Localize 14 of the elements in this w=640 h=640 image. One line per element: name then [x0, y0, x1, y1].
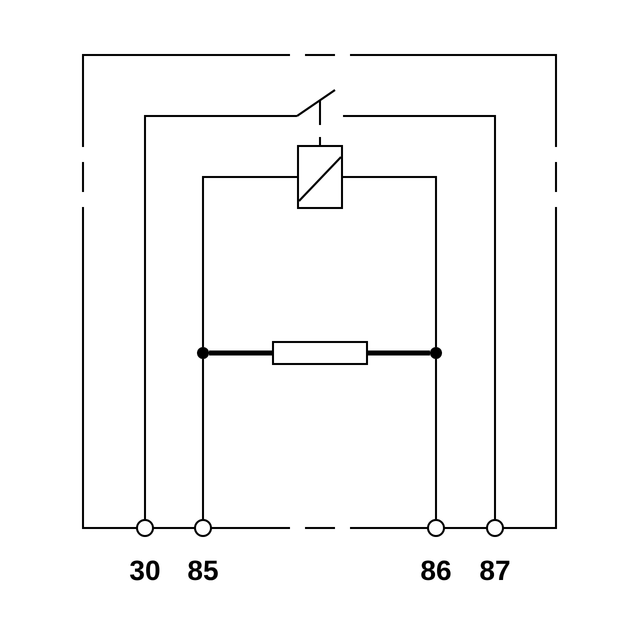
wire: [435, 359, 437, 519]
wire: [343, 115, 496, 519]
resistor: [272, 341, 368, 365]
terminal-number: 86: [420, 557, 452, 585]
wire: [368, 350, 430, 356]
wire: [202, 359, 204, 519]
wire: [144, 115, 297, 519]
terminal-number: 87: [479, 557, 511, 585]
wire: [343, 176, 437, 347]
terminal-number: 30: [129, 557, 161, 585]
terminal-number: 85: [187, 557, 219, 585]
wire: [209, 350, 272, 356]
relay-coil: [297, 145, 343, 209]
wire: [202, 176, 297, 347]
